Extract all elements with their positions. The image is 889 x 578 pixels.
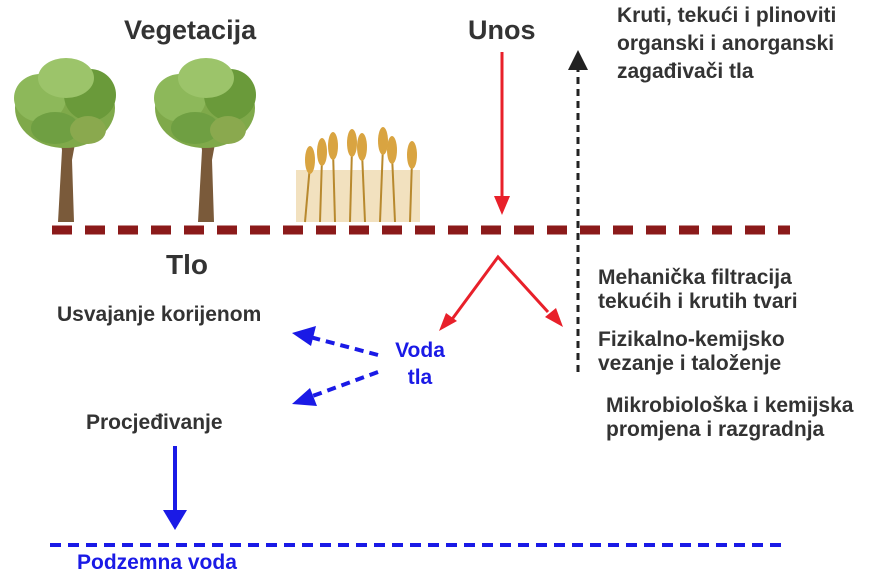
root-uptake-arrow <box>292 326 379 357</box>
mechanical-filtration-label: Mehanička filtracija tekućih i krutih tv… <box>598 266 798 313</box>
tree-icon <box>14 58 116 222</box>
microbiological-label: Mikrobiološka i kemijska promjena i razg… <box>606 394 854 441</box>
input-arrow <box>494 52 510 215</box>
soil-label: Tlo <box>166 249 208 280</box>
root-uptake-label: Usvajanje korijenom <box>57 303 262 326</box>
leaching-label: Procjeđivanje <box>86 411 223 434</box>
soil-water-label: Voda tla <box>395 339 445 389</box>
split-arrows <box>439 254 563 331</box>
physicochemical-label: Fizikalno-kemijsko vezanje i taloženje <box>598 328 785 375</box>
volatilization-arrow <box>568 50 588 372</box>
groundwater-label: Podzemna voda <box>77 551 237 574</box>
vegetation-label: Vegetacija <box>124 15 257 45</box>
tree-icon <box>154 58 256 222</box>
pollutants-label: Kruti, tekući i plinoviti organski i ano… <box>617 4 837 83</box>
leaching-arrow <box>292 370 379 406</box>
groundwater-arrow <box>163 446 187 530</box>
wheat-icon <box>296 127 420 223</box>
input-label: Unos <box>468 15 536 45</box>
